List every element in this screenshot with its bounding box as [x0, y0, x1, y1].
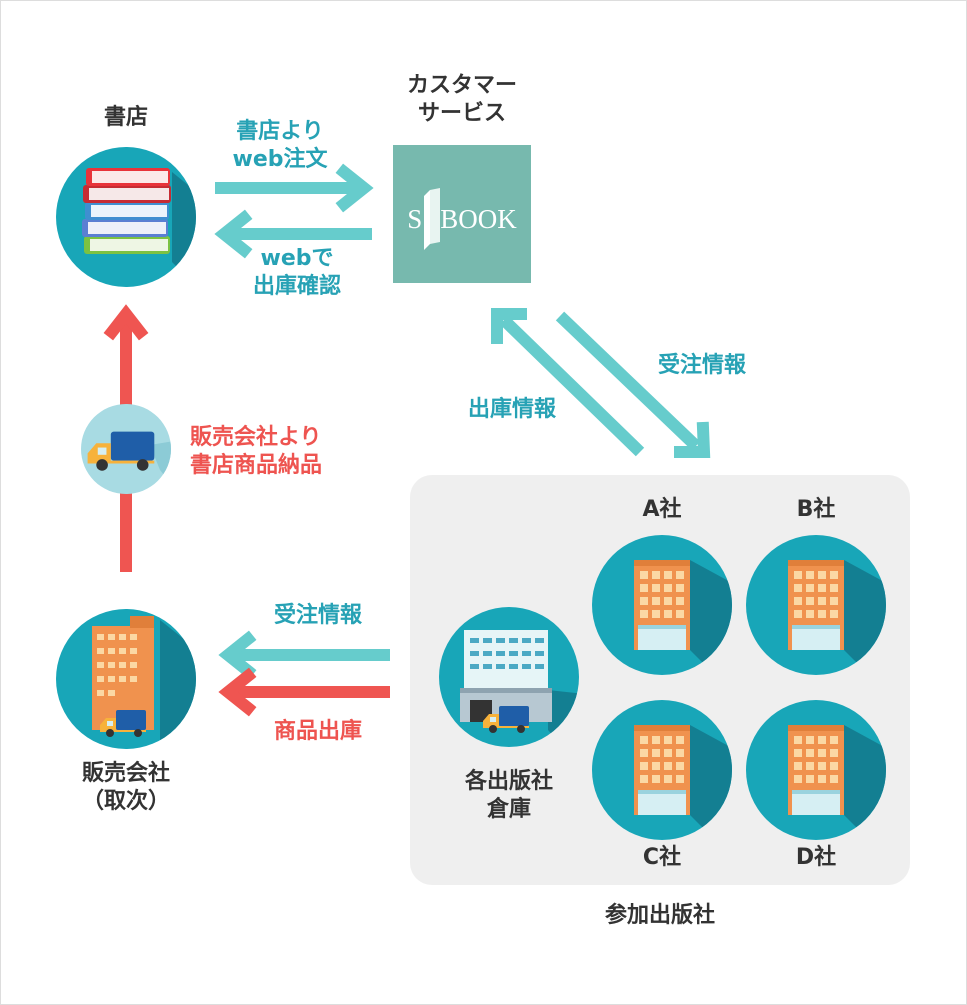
arrow-product-shipping [218, 667, 390, 717]
company-b-node [746, 535, 886, 675]
edge-label-web-confirm: webで 出庫確認 [252, 246, 341, 299]
company-d-node [746, 700, 886, 840]
delivery-truck-node [81, 404, 171, 494]
arrow-web-order [215, 163, 374, 213]
warehouse-with-truck-icon [460, 630, 552, 733]
office-building-icon [788, 560, 844, 650]
arrow-web-confirm [214, 209, 372, 259]
company-a-label: A社 [642, 497, 682, 522]
bookstore-label: 書店 [103, 105, 148, 130]
publishers-group-label: 参加出版社 [604, 903, 715, 928]
stacked-books-icon [82, 168, 171, 254]
company-c-label: C社 [642, 845, 682, 870]
company-b-label: B社 [796, 497, 836, 522]
edge-label-web-order: 書店より web注文 [232, 119, 328, 172]
company-c-node [592, 700, 732, 840]
arrow-order-info-to-publishers [555, 311, 711, 458]
warehouse-label: 各出版社 倉庫 [464, 769, 553, 822]
edge-label-product-shipping: 商品出庫 [273, 719, 362, 744]
book-icon [424, 188, 440, 250]
office-building-icon [634, 560, 690, 650]
office-building-icon [788, 725, 844, 815]
office-building-with-truck-icon [92, 616, 154, 737]
distributor-label: 販売会社 （取次） [81, 761, 170, 814]
company-d-label: D社 [795, 845, 837, 870]
edge-label-delivery: 販売会社より 書店商品納品 [190, 425, 323, 478]
customer-service-label: カスタマー サービス [406, 73, 517, 126]
edge-label-order-info-distributor: 受注情報 [273, 603, 362, 628]
office-building-icon [634, 725, 690, 815]
arrow-shipping-info [491, 308, 645, 457]
bookstore-node [56, 147, 196, 287]
edge-label-shipping-info: 出庫情報 [467, 397, 556, 422]
distributor-node [56, 609, 196, 749]
company-a-node [592, 535, 732, 675]
arrow-order-info-to-distributor [218, 630, 390, 680]
edge-label-order-info-publishers: 受注情報 [657, 353, 746, 378]
